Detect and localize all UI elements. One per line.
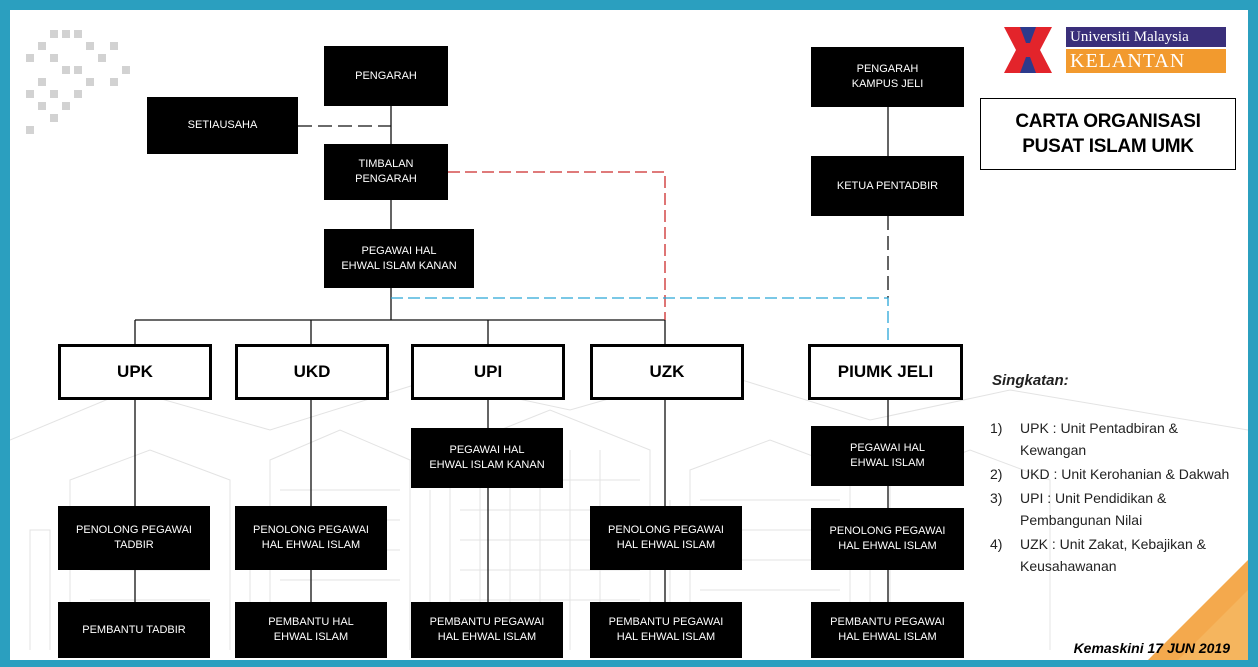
node-ketua-pentadbir: KETUA PENTADBIR [811, 156, 964, 216]
logo-text-kelantan: KELANTAN [1066, 49, 1226, 73]
piumk-staff-1: PEGAWAI HAL EHWAL ISLAM [811, 426, 964, 486]
logo-text-universiti: Universiti Malaysia [1066, 27, 1226, 47]
upi-staff-2: PEMBANTU PEGAWAI HAL EHWAL ISLAM [411, 602, 563, 658]
upk-staff-2: PEMBANTU TADBIR [58, 602, 210, 658]
corner-decoration [1148, 560, 1248, 660]
abbreviation-number: 3) [990, 490, 1003, 506]
abbreviation-item: 3) UPI : Unit Pendidikan & Pembangunan N… [990, 487, 1240, 531]
uzk-staff-2: PEMBANTU PEGAWAI HAL EHWAL ISLAM [590, 602, 742, 658]
node-pengarah: PENGARAH [324, 46, 448, 106]
node-setiausaha: SETIAUSAHA [147, 97, 298, 154]
abbreviation-text: UPK : Unit Pentadbiran & Kewangan [1020, 420, 1178, 458]
abbreviation-text: UKD : Unit Kerohanian & Dakwah [1020, 466, 1230, 482]
unit-uzk: UZK [590, 344, 744, 400]
upk-staff-1: PENOLONG PEGAWAI TADBIR [58, 506, 210, 570]
ukd-staff-2: PEMBANTU HAL EHWAL ISLAM [235, 602, 387, 658]
abbreviation-number: 2) [990, 466, 1003, 482]
abbreviations-title: Singkatan: [992, 372, 1069, 389]
umk-logo: Universiti Malaysia KELANTAN [1002, 23, 1230, 77]
umk-logo-mark [1004, 27, 1052, 73]
uzk-staff-1: PENOLONG PEGAWAI HAL EHWAL ISLAM [590, 506, 742, 570]
abbreviation-item: 2) UKD : Unit Kerohanian & Dakwah [990, 463, 1240, 485]
abbreviation-number: 4) [990, 536, 1003, 552]
org-chart-slide: PENGARAH SETIAUSAHA TIMBALAN PENGARAH PE… [10, 10, 1248, 660]
node-pengarah-kampus-jeli: PENGARAH KAMPUS JELI [811, 47, 964, 107]
unit-ukd: UKD [235, 344, 389, 400]
node-timbalan-pengarah: TIMBALAN PENGARAH [324, 144, 448, 200]
piumk-staff-3: PEMBANTU PEGAWAI HAL EHWAL ISLAM [811, 602, 964, 658]
chart-title-line1: CARTA ORGANISASI [1015, 111, 1201, 132]
unit-upi: UPI [411, 344, 565, 400]
abbreviation-item: 4) UZK : Unit Zakat, Kebajikan & Keusaha… [990, 533, 1240, 577]
upi-staff-1: PEGAWAI HAL EHWAL ISLAM KANAN [411, 428, 563, 488]
abbreviations-legend: Singkatan: 1) UPK : Unit Pentadbiran & K… [990, 372, 1240, 579]
abbreviation-number: 1) [990, 420, 1003, 436]
abbreviation-item: 1) UPK : Unit Pentadbiran & Kewangan [990, 417, 1240, 461]
chart-title: CARTA ORGANISASI PUSAT ISLAM UMK [980, 98, 1236, 170]
piumk-staff-2: PENOLONG PEGAWAI HAL EHWAL ISLAM [811, 508, 964, 570]
abbreviation-text: UZK : Unit Zakat, Kebajikan & Keusahawan… [1020, 536, 1206, 574]
unit-piumk-jeli: PIUMK JELI [808, 344, 963, 400]
updated-date: Kemaskini 17 JUN 2019 [1073, 640, 1230, 656]
node-pegawai-kanan: PEGAWAI HAL EHWAL ISLAM KANAN [324, 229, 474, 288]
abbreviation-text: UPI : Unit Pendidikan & Pembangunan Nila… [1020, 490, 1167, 528]
unit-upk: UPK [58, 344, 212, 400]
ukd-staff-1: PENOLONG PEGAWAI HAL EHWAL ISLAM [235, 506, 387, 570]
chart-title-line2: PUSAT ISLAM UMK [1022, 136, 1194, 157]
